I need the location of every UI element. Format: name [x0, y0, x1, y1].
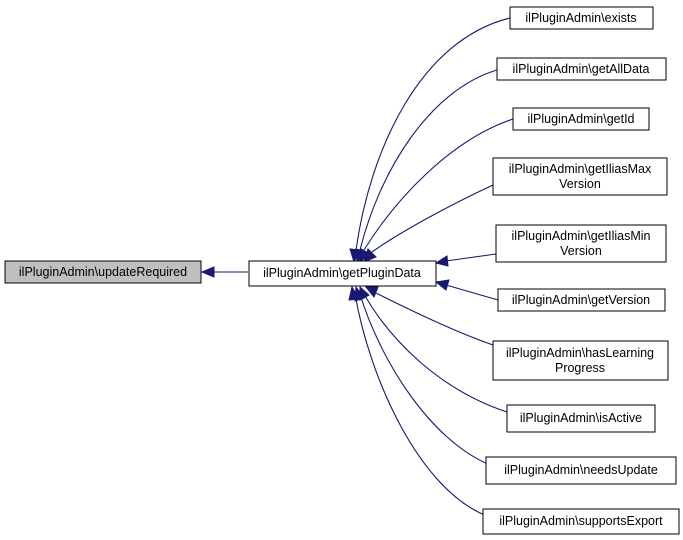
node-getversion[interactable]: ilPluginAdmin\getVersion [497, 288, 666, 312]
node-label-line2: Version [559, 177, 601, 191]
node-label-line2: Progress [555, 361, 605, 375]
arrowhead-from-getiliasminversion [434, 255, 449, 267]
edge-getiliasminversion-to-getplugindata [445, 253, 497, 262]
arrowhead-from-haslearningprogress [364, 286, 379, 298]
edge-supportsexport-to-getplugindata [354, 293, 488, 517]
edge-needsupdate-to-getplugindata [359, 293, 491, 466]
node-supportsexport[interactable]: ilPluginAdmin\supportsExport [482, 508, 680, 535]
node-label-line1: ilPluginAdmin\getIliasMin [512, 229, 651, 243]
arrowhead-from-supportsexport [348, 285, 360, 301]
node-getiliasmaxversion[interactable]: ilPluginAdmin\getIliasMax Version [492, 157, 668, 196]
node-label-line1: ilPluginAdmin\hasLearning [506, 346, 654, 360]
arrowhead-from-getiliasmaxversion [363, 248, 377, 263]
node-isactive[interactable]: ilPluginAdmin\isActive [506, 404, 656, 433]
node-exists[interactable]: ilPluginAdmin\exists [509, 6, 654, 30]
arrowhead-updaterequired [200, 266, 215, 278]
node-label: ilPluginAdmin\supportsExport [499, 514, 663, 528]
node-label: ilPluginAdmin\updateRequired [19, 265, 187, 279]
node-label: ilPluginAdmin\exists [525, 11, 636, 25]
edge-isactive-to-getplugindata [363, 293, 508, 413]
node-getiliasminversion[interactable]: ilPluginAdmin\getIliasMin Version [495, 224, 667, 263]
node-label-line2: Version [560, 244, 602, 258]
node-getplugindata[interactable]: ilPluginAdmin\getPluginData [248, 260, 437, 287]
edge-getalldata-to-getplugindata [359, 69, 498, 251]
edge-haslearningprogress-to-getplugindata [373, 291, 494, 346]
node-label: ilPluginAdmin\isActive [520, 411, 642, 425]
node-updaterequired[interactable]: ilPluginAdmin\updateRequired [4, 260, 202, 284]
node-label: ilPluginAdmin\getVersion [512, 293, 650, 307]
edge-exists-to-getplugindata [355, 17, 511, 251]
edge-getiliasmaxversion-to-getplugindata [371, 184, 494, 253]
arrowhead-from-getversion [434, 279, 450, 291]
node-label: ilPluginAdmin\getId [527, 112, 634, 126]
edges [200, 17, 514, 517]
node-label: ilPluginAdmin\getPluginData [263, 266, 421, 280]
node-label: ilPluginAdmin\needsUpdate [504, 463, 658, 477]
node-getalldata[interactable]: ilPluginAdmin\getAllData [496, 57, 667, 81]
edge-getversion-to-getplugindata [445, 284, 499, 301]
node-label-line1: ilPluginAdmin\getIliasMax [509, 162, 652, 176]
node-getid[interactable]: ilPluginAdmin\getId [512, 107, 650, 131]
edge-getid-to-getplugindata [363, 118, 514, 251]
node-needsupdate[interactable]: ilPluginAdmin\needsUpdate [485, 456, 677, 485]
node-label: ilPluginAdmin\getAllData [513, 62, 650, 76]
node-haslearningprogress[interactable]: ilPluginAdmin\hasLearning Progress [492, 340, 669, 381]
